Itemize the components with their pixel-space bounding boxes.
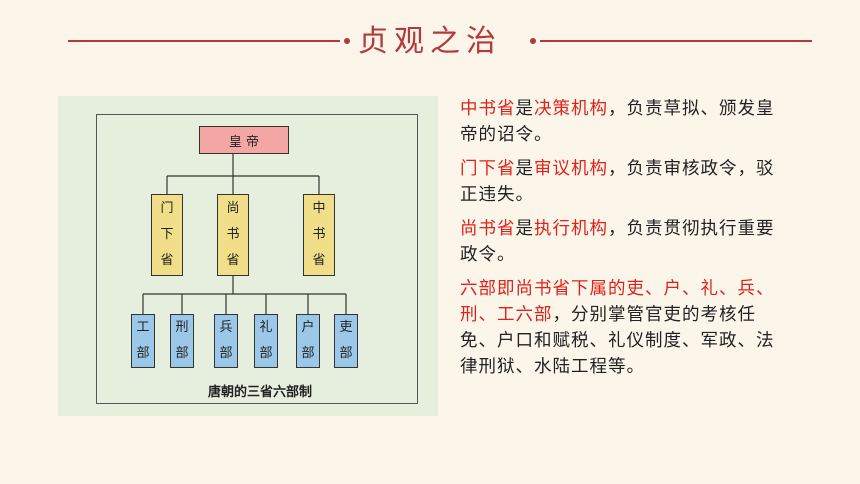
page-title: 贞观之治 — [358, 24, 502, 59]
term-menxia: 门下省 — [460, 159, 516, 179]
dept-char: 部 — [301, 346, 315, 361]
term-zhongshu: 中书省 — [460, 99, 516, 119]
text-span: ，负责贯彻执行重要政令。 — [460, 219, 775, 265]
paragraph-six-ministries: 六部即尚书省下属的吏、户、礼、兵、刑、工六部，分别掌管官吏的考核任免、户口和赋税… — [460, 276, 790, 380]
description-text: 中书省是决策机构，负责草拟、颁发皇帝的诏令。 门下省是审议机构，负责审核政令，驳… — [460, 96, 790, 388]
org-diagram: 皇 帝 门 下 省 尚 书 省 中 书 省 工 部 刑 部 兵 部 礼 部 户 … — [58, 96, 438, 416]
term-six-ministries: 六部即尚书省下属的吏、户、礼、兵、刑、工六部 — [460, 279, 775, 325]
term-decision: 决策机构 — [534, 99, 608, 119]
paragraph-menxia: 门下省是审议机构，负责审核政令，驳正违失。 — [460, 156, 790, 208]
province-char: 尚 — [226, 201, 240, 216]
dept-gong: 工 部 — [131, 314, 155, 368]
province-char: 省 — [226, 253, 240, 268]
province-char: 门 — [160, 201, 174, 216]
dept-char: 吏 — [339, 320, 353, 335]
dept-char: 户 — [301, 320, 315, 335]
dept-char: 部 — [136, 346, 150, 361]
term-shangshu: 尚书省 — [460, 219, 516, 239]
paragraph-shangshu: 尚书省是执行机构，负责贯彻执行重要政令。 — [460, 216, 790, 268]
province-char: 省 — [312, 253, 326, 268]
province-char: 书 — [312, 227, 326, 242]
header-dot-left — [344, 38, 350, 44]
dept-hu: 户 部 — [296, 314, 320, 368]
dept-char: 部 — [175, 346, 189, 361]
dept-char: 礼 — [259, 320, 273, 335]
diagram-caption: 唐朝的三省六部制 — [170, 381, 350, 400]
province-char: 书 — [226, 227, 240, 242]
dept-char: 部 — [339, 346, 353, 361]
dept-char: 兵 — [219, 320, 233, 335]
emperor-box: 皇 帝 — [199, 126, 289, 154]
header-dot-right — [530, 38, 536, 44]
dept-xing: 刑 部 — [170, 314, 194, 368]
dept-char: 部 — [219, 346, 233, 361]
paragraph-zhongshu: 中书省是决策机构，负责草拟、颁发皇帝的诏令。 — [460, 96, 790, 148]
header-line-right — [540, 40, 812, 42]
dept-char: 工 — [136, 320, 150, 335]
text-span: ，负责审核政令，驳正违失。 — [460, 159, 775, 205]
dept-char: 部 — [259, 346, 273, 361]
province-menxia: 门 下 省 — [151, 194, 183, 276]
text-span: 是 — [515, 219, 534, 239]
dept-li-rites: 礼 部 — [254, 314, 278, 368]
province-char: 省 — [160, 253, 174, 268]
text-span: 是 — [515, 99, 534, 119]
term-execution: 执行机构 — [534, 219, 608, 239]
header-line-left — [68, 40, 340, 42]
dept-char: 刑 — [175, 320, 189, 335]
province-char: 中 — [312, 201, 326, 216]
dept-li-personnel: 吏 部 — [334, 314, 358, 368]
province-zhongshu: 中 书 省 — [303, 194, 335, 276]
dept-bing: 兵 部 — [214, 314, 238, 368]
province-shangshu: 尚 书 省 — [217, 194, 249, 276]
text-span: ，负责草拟、颁发皇帝的诏令。 — [460, 99, 775, 145]
diagram-connectors — [142, 154, 347, 314]
text-span: 是 — [515, 159, 534, 179]
term-review: 审议机构 — [534, 159, 608, 179]
emperor-label: 皇 帝 — [228, 134, 260, 150]
province-char: 下 — [160, 227, 174, 242]
text-span: ，分别掌管官吏的考核任免、户口和赋税、礼仪制度、军政、法律刑狱、水陆工程等。 — [460, 305, 775, 377]
